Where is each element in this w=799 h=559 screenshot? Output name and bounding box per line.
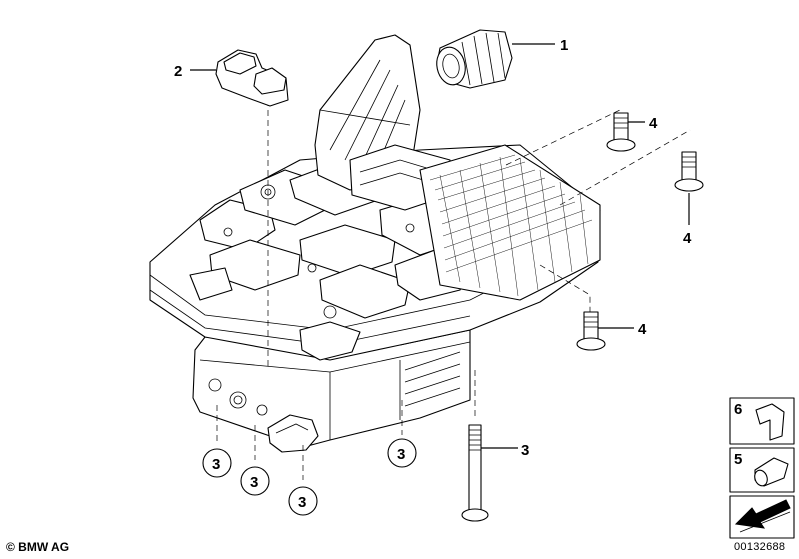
callout-4b: 4 — [683, 230, 692, 247]
circled-callout-3c: 3 — [288, 486, 318, 516]
legend-box-arrow — [729, 495, 795, 539]
alignment-lines — [216, 100, 691, 480]
circled-callout-3d: 3 — [387, 438, 417, 468]
callout-5: 5 — [734, 451, 742, 468]
callout-3e: 3 — [521, 442, 529, 459]
svg-text:3: 3 — [298, 494, 306, 511]
circled-callout-3a: 3 — [202, 448, 232, 478]
svg-text:3: 3 — [212, 456, 220, 473]
legend-box-clip: 6 — [729, 397, 795, 445]
part-sleeve: 1 — [436, 29, 568, 89]
legend-box-cap: 5 — [729, 447, 795, 493]
callout-4c: 4 — [638, 321, 647, 338]
callout-4a: 4 — [649, 115, 658, 132]
part-connector-plug: 2 — [174, 49, 289, 107]
drawing-number: 00132688 — [734, 541, 786, 553]
svg-text:3: 3 — [397, 446, 405, 463]
svg-text:3: 3 — [250, 474, 258, 491]
callout-6: 6 — [734, 401, 742, 418]
long-bolt: 3 — [461, 424, 529, 522]
bolt-upper: 4 — [606, 112, 658, 152]
callout-1: 1 — [560, 37, 568, 54]
grid-carrier — [419, 144, 601, 301]
copyright-text: © BMW AG — [6, 540, 70, 554]
callout-2: 2 — [174, 63, 182, 80]
bolt-middle: 4 — [576, 311, 647, 351]
valve-body — [149, 34, 601, 453]
bolt-right: 4 — [674, 151, 704, 247]
circled-callout-3b: 3 — [240, 466, 270, 496]
